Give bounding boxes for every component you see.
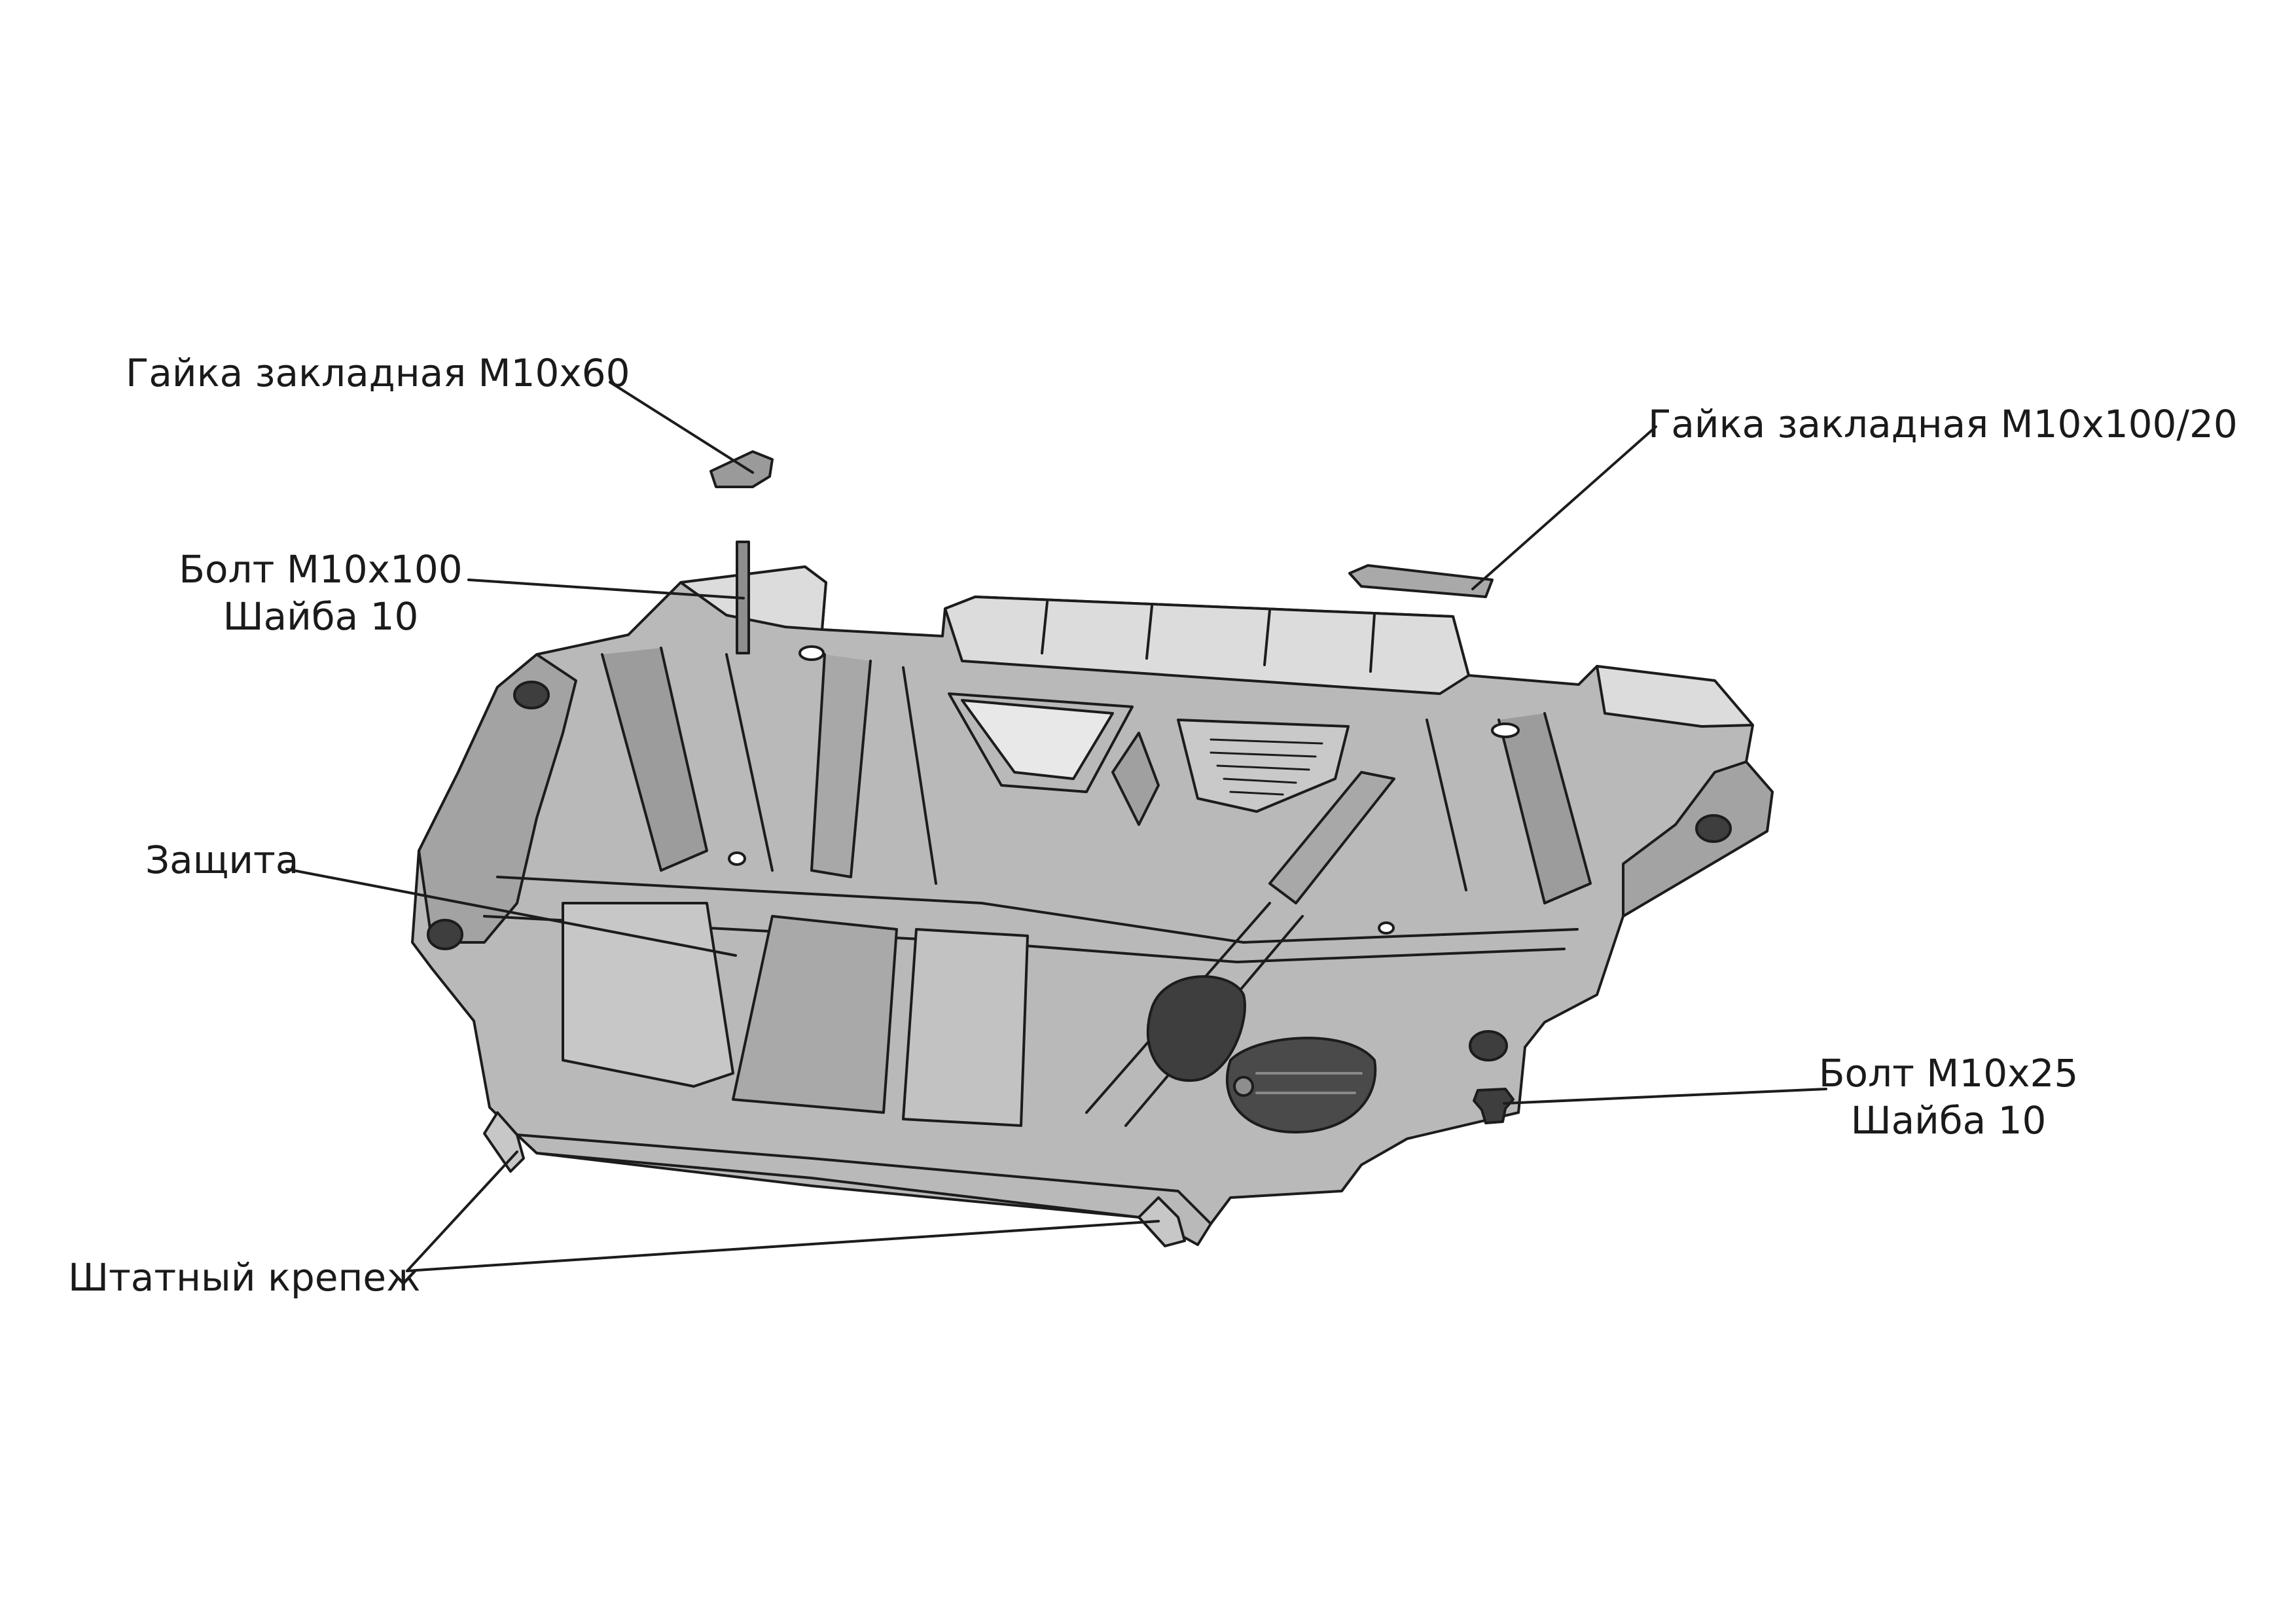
leader-line — [609, 381, 754, 474]
mount-hole — [427, 919, 463, 950]
label-bolt-m10x100-text: Болт М10х100 — [179, 547, 463, 592]
leader-line — [467, 579, 745, 599]
leader-line — [285, 868, 737, 957]
bolt-m10x25 — [1473, 1088, 1515, 1124]
leader-line — [406, 1220, 1160, 1272]
rear-flange-center — [944, 596, 1470, 695]
mount-hole — [798, 645, 825, 661]
round-service-hatch — [1226, 1037, 1377, 1133]
mount-hole — [1695, 814, 1732, 843]
leader-line — [406, 1150, 518, 1272]
label-bolt-m10x100: Болт М10х100 Шайба 10 — [170, 546, 471, 640]
triangular-vent — [961, 699, 1114, 780]
label-standard-fasteners: Штатный крепеж — [68, 1255, 421, 1300]
label-washer-10: Шайба 10 — [1850, 1098, 2047, 1143]
label-washer-10: Шайба 10 — [223, 594, 419, 639]
label-bolt-m10x25: Болт М10х25 Шайба 10 — [1808, 1050, 2089, 1144]
insert-nut-m10x100-20 — [1348, 564, 1494, 598]
insert-nut-m10x60 — [709, 450, 774, 488]
label-insert-nut-m10x100-20: Гайка закладная М10х100/20 — [1648, 402, 2238, 446]
leader-line — [1471, 425, 1657, 590]
mount-hole — [513, 681, 550, 709]
label-insert-nut-m10x60: Гайка закладная М10х60 — [126, 351, 630, 395]
rear-flange-left — [679, 565, 827, 631]
label-guard: Защита — [145, 838, 299, 882]
leader-line — [1503, 1088, 1827, 1105]
oval-drain-hole — [1146, 975, 1246, 1082]
front-tab-right — [1138, 1196, 1186, 1247]
label-bolt-m10x25-text: Болт М10х25 — [1818, 1051, 2079, 1096]
mount-hole — [1491, 722, 1520, 738]
mount-hole — [1469, 1030, 1508, 1061]
rear-flange-right — [1596, 665, 1754, 728]
